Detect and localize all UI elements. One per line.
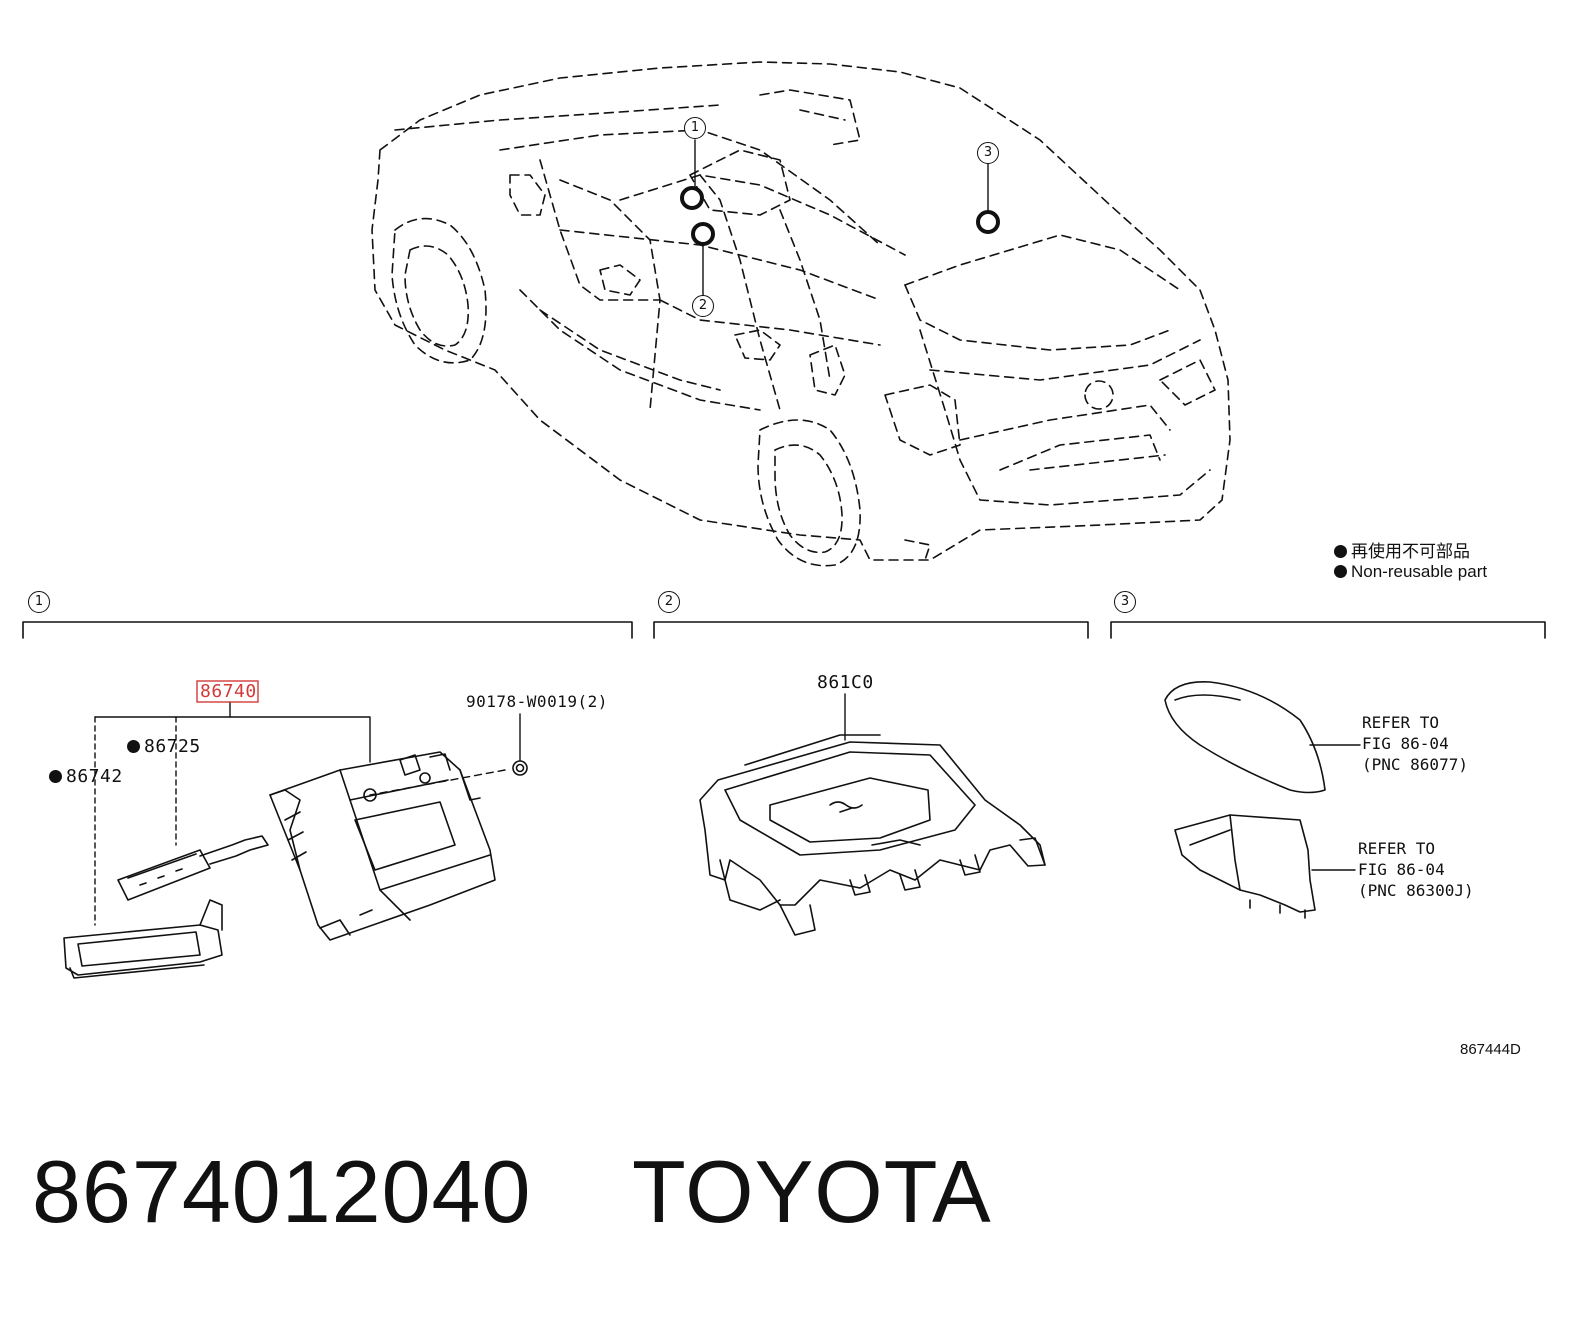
- section-3-number: 3: [1114, 591, 1136, 613]
- figure-code: 867444D: [1460, 1041, 1521, 1058]
- footer-brand: TOYOTA: [632, 1142, 992, 1241]
- callout-3: 3: [977, 142, 999, 164]
- part-86742-number: 86742: [66, 766, 123, 787]
- part-86725-number: 86725: [144, 736, 201, 757]
- vehicle-outline: [371, 61, 1231, 567]
- legend-en-label: Non-reusable part: [1351, 562, 1488, 581]
- callout-1: 1: [684, 117, 706, 139]
- footer-part-number: 8674012040: [32, 1142, 532, 1241]
- part-86725-label[interactable]: 86725: [127, 736, 201, 757]
- legend-en: Non-reusable part: [1334, 562, 1487, 582]
- legend-jp: 再使用不可部品: [1334, 537, 1470, 562]
- highlight-box: [196, 680, 259, 703]
- non-reusable-dot-icon: [49, 770, 62, 783]
- non-reusable-dot-icon: [1334, 545, 1347, 558]
- callout-2: 2: [692, 295, 714, 317]
- part-86740-label[interactable]: 86740: [200, 681, 257, 702]
- section-2-number: 2: [658, 591, 680, 613]
- non-reusable-dot-icon: [127, 740, 140, 753]
- legend-jp-label: 再使用不可部品: [1351, 542, 1470, 561]
- section-1-number: 1: [28, 591, 50, 613]
- reference-86077: REFER TO FIG 86-04 (PNC 86077): [1362, 713, 1468, 774]
- non-reusable-dot-icon: [1334, 565, 1347, 578]
- part-861c0-label[interactable]: 861C0: [817, 672, 874, 693]
- bolt-part-label[interactable]: 90178-W0019(2): [466, 692, 608, 711]
- reference-86300j: REFER TO FIG 86-04 (PNC 86300J): [1358, 839, 1474, 900]
- part-86742-label[interactable]: 86742: [49, 766, 123, 787]
